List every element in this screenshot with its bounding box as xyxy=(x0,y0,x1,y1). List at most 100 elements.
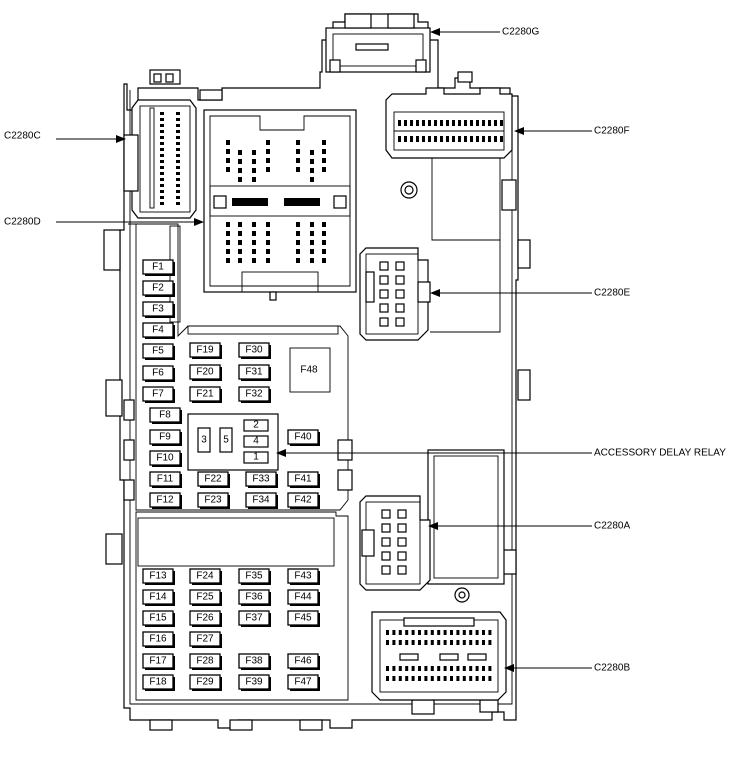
c2280d-pin xyxy=(296,249,300,254)
c2280b-pin xyxy=(398,676,402,681)
c2280f-pin xyxy=(434,120,437,126)
c2280f-pin xyxy=(464,120,467,126)
c2280f-pin xyxy=(464,136,467,142)
c2280e-cavity xyxy=(379,303,389,313)
fuse-label-f17: F17 xyxy=(149,656,167,667)
c2280b-pin xyxy=(450,666,453,671)
c2280f-pin xyxy=(476,120,479,126)
c2280d-pin xyxy=(238,222,242,227)
fuse-label-f38: F38 xyxy=(245,656,263,667)
relay-pin-5: 5 xyxy=(223,435,229,446)
fuse-label-f48: F48 xyxy=(300,365,318,376)
c2280d-pin xyxy=(322,158,326,163)
c2280e-cavity xyxy=(379,317,389,327)
fuse-f16-outline xyxy=(142,631,174,647)
fuse-f44: F44 xyxy=(287,589,320,606)
c2280f-pin xyxy=(422,136,425,142)
c2280d-pin xyxy=(322,231,326,236)
c2280d-latch xyxy=(333,195,347,209)
c2280b-pin xyxy=(386,630,389,635)
c2280d-pin xyxy=(252,249,256,254)
fuse-f26: F26 xyxy=(189,610,222,627)
c2280e-cavity xyxy=(395,303,405,313)
fuse-f7: F7 xyxy=(142,386,175,403)
fuse-f35: F35 xyxy=(238,568,271,585)
c2280b-pin xyxy=(392,640,396,645)
c2280c-pin xyxy=(176,160,180,163)
c2280d-pin xyxy=(252,231,256,236)
fuse-f33: F33 xyxy=(245,471,278,488)
c2280c-pin xyxy=(160,130,164,133)
c2280d-pin xyxy=(226,158,230,163)
fuse-label-f43: F43 xyxy=(294,571,312,582)
c2280c-pin xyxy=(176,178,180,181)
callout-c2280f: C2280F xyxy=(594,126,630,137)
fuse-f36-outline xyxy=(238,589,270,605)
fuse-f46-outline xyxy=(287,653,319,669)
connector-c2280a xyxy=(359,449,505,591)
fuse-f1-outline xyxy=(142,259,174,275)
c2280c-pin xyxy=(176,166,180,169)
c2280b-pin xyxy=(456,666,460,671)
c2280c-pin xyxy=(176,190,180,193)
fuse-f34-outline xyxy=(245,492,277,508)
fuse-f14: F14 xyxy=(142,589,175,606)
c2280b-pin xyxy=(450,676,453,681)
fuse-f23: F23 xyxy=(197,492,230,509)
c2280b-pin xyxy=(475,676,479,681)
fuse-label-f5: F5 xyxy=(152,346,164,357)
c2280f-pin xyxy=(494,120,497,126)
c2280b-pin xyxy=(462,676,466,681)
c2280c-pin xyxy=(176,124,180,127)
fuse-f21: F21 xyxy=(189,386,222,403)
fuse-label-f47: F47 xyxy=(294,677,312,688)
c2280c-pin xyxy=(176,202,180,205)
c2280e-cavity xyxy=(379,289,389,299)
c2280b-pin xyxy=(488,630,492,635)
fuse-label-f21: F21 xyxy=(196,389,214,400)
fuse-f32-outline xyxy=(238,386,270,402)
fuse-f30-outline xyxy=(238,342,270,358)
fuse-f2: F2 xyxy=(142,280,175,297)
c2280b-pin xyxy=(424,666,428,671)
c2280c-pin xyxy=(176,196,180,199)
c2280b-pin xyxy=(482,640,485,645)
fuse-label-f45: F45 xyxy=(294,613,312,624)
c2280d-pin xyxy=(322,140,326,145)
relay-pin-1: 1 xyxy=(253,452,259,463)
c2280b-pin xyxy=(469,640,473,645)
relay-pin-2: 2 xyxy=(253,420,259,431)
fuse-f37-outline xyxy=(238,610,270,626)
c2280d-pin xyxy=(310,222,314,227)
callout-c2280e: C2280E xyxy=(594,288,630,299)
c2280b-pin xyxy=(411,676,415,681)
fuse-label-f32: F32 xyxy=(245,389,263,400)
c2280d-pin xyxy=(266,231,270,236)
c2280d-pin xyxy=(296,240,300,245)
c2280b-pin xyxy=(405,676,409,681)
c2280b-pin xyxy=(456,676,460,681)
fuse-f47: F47 xyxy=(287,674,320,691)
c2280f-pin xyxy=(476,136,479,142)
c2280d-pin xyxy=(322,249,326,254)
fuse-f28: F28 xyxy=(189,653,222,670)
fuse-f39: F39 xyxy=(238,674,271,691)
c2280d-pin xyxy=(266,158,270,163)
fuse-f27-outline xyxy=(189,631,221,647)
c2280f-pin xyxy=(458,120,461,126)
c2280f-pin xyxy=(416,120,419,126)
fuse-f26-outline xyxy=(189,610,221,626)
c2280f-pin xyxy=(434,136,437,142)
fuse-f4-outline xyxy=(142,322,174,338)
c2280b-pin xyxy=(386,676,389,681)
c2280c-pin xyxy=(160,184,164,187)
c2280c-pin xyxy=(160,136,164,139)
callout-c2280c: C2280C xyxy=(4,131,41,142)
c2280f-pin xyxy=(452,136,455,142)
c2280b-pin xyxy=(418,640,421,645)
connector-c2280d xyxy=(203,109,357,301)
fuse-f3: F3 xyxy=(142,301,175,318)
c2280d-bar xyxy=(284,198,320,206)
c2280d-bar xyxy=(232,198,268,206)
fuse-f6-outline xyxy=(142,365,174,381)
